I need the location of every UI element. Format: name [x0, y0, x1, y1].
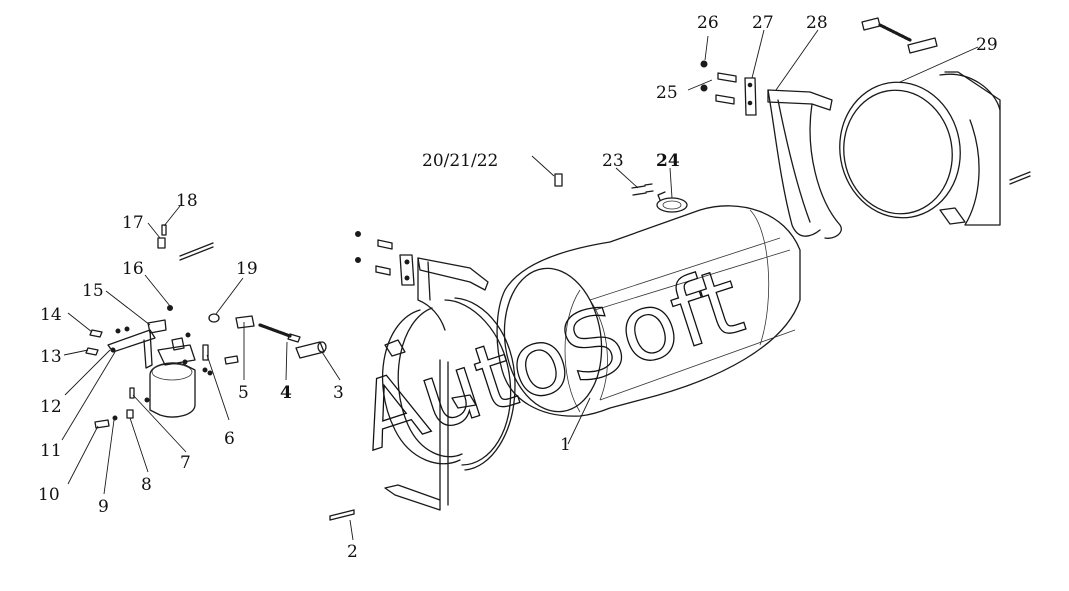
callout-26: 26 — [697, 13, 719, 33]
callout-23: 23 — [602, 151, 624, 171]
rear-end-cover — [839, 71, 1001, 226]
watermark: AutoSoft — [346, 247, 755, 471]
callout-13: 13 — [40, 347, 62, 367]
callout-29: 29 — [976, 35, 998, 55]
callouts: 1 2 3 4 5 6 7 8 9 10 11 12 13 14 15 16 1… — [38, 13, 998, 562]
callout-1: 1 — [560, 435, 571, 455]
callout-9: 9 — [98, 497, 109, 517]
front-strap-left — [382, 297, 516, 511]
callout-8: 8 — [141, 475, 152, 495]
small-parts-top — [554, 17, 1031, 196]
callout-19: 19 — [236, 259, 258, 279]
small-parts-left — [85, 224, 355, 521]
callout-20-21-22: 20/21/22 — [422, 151, 498, 171]
callout-7: 7 — [180, 453, 191, 473]
callout-16: 16 — [122, 259, 144, 279]
rear-strap-right — [744, 77, 842, 239]
callout-11: 11 — [40, 441, 62, 461]
callout-2: 2 — [347, 542, 358, 562]
callout-5: 5 — [238, 383, 249, 403]
callout-25: 25 — [656, 83, 678, 103]
callout-14: 14 — [40, 305, 62, 325]
callout-27: 27 — [752, 13, 774, 33]
front-bracket — [355, 231, 489, 331]
callout-15: 15 — [82, 281, 104, 301]
fuel-tank — [496, 191, 801, 417]
callout-10: 10 — [38, 485, 60, 505]
leader-lines — [61, 29, 979, 541]
callout-3: 3 — [333, 383, 344, 403]
callout-18: 18 — [176, 191, 198, 211]
callout-4: 4 — [280, 383, 292, 403]
callout-6: 6 — [224, 429, 235, 449]
callout-24: 24 — [656, 151, 680, 171]
callout-28: 28 — [806, 13, 828, 33]
callout-17: 17 — [122, 213, 144, 233]
callout-12: 12 — [40, 397, 62, 417]
